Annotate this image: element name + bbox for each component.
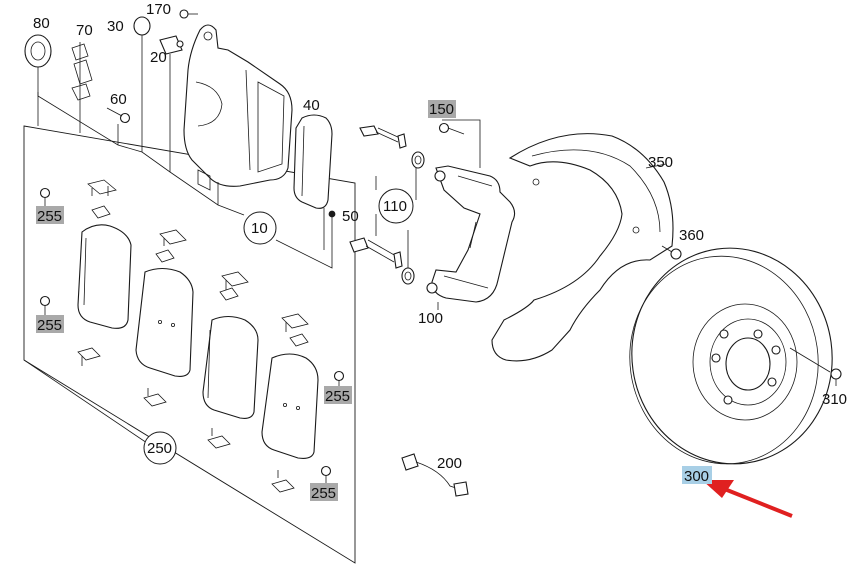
- seal-ring-icon: [24, 34, 52, 68]
- guide-bushing-icon: [401, 151, 425, 285]
- label-255b: 255: [37, 317, 62, 334]
- label-200: 200: [437, 455, 462, 472]
- lead-110b: [407, 168, 417, 268]
- label-350: 350: [648, 154, 673, 171]
- lead-10: [37, 92, 333, 269]
- label-40: 40: [303, 97, 320, 114]
- dust-cap-icon: [133, 16, 151, 36]
- label-170: 170: [146, 1, 171, 18]
- label-310: 310: [822, 391, 847, 408]
- splash-shield: [491, 133, 674, 362]
- label-300: 300: [684, 468, 709, 485]
- brake-pad-40: [293, 114, 333, 209]
- brake-caliper-housing: [183, 24, 293, 191]
- highlight-255b: [36, 315, 64, 333]
- brake-pad-4: [261, 353, 319, 459]
- label-circle-10: [243, 211, 277, 245]
- brake-disc: [629, 247, 833, 465]
- label-80: 80: [33, 15, 50, 32]
- label-360: 360: [679, 227, 704, 244]
- highlight-255c: [324, 386, 352, 404]
- label-60: 60: [110, 91, 127, 108]
- label-50: 50: [342, 208, 359, 225]
- label-110: 110: [383, 198, 407, 215]
- label-255d: 255: [311, 485, 336, 502]
- highlight-150: [428, 100, 456, 118]
- label-20: 20: [150, 49, 167, 66]
- highlight-255d: [310, 483, 338, 501]
- brake-pad-3: [202, 315, 259, 419]
- screw-310-icon: [830, 368, 842, 386]
- lead-150: [442, 119, 481, 168]
- bolt-icon: [39, 187, 345, 485]
- label-250: 250: [147, 440, 172, 457]
- highlight-255a: [36, 206, 64, 224]
- label-100: 100: [418, 310, 443, 327]
- brake-pad-2: [135, 267, 194, 377]
- label-255c: 255: [325, 388, 350, 405]
- label-70: 70: [76, 22, 93, 39]
- lead-310: [789, 347, 831, 373]
- bolt-360-icon: [661, 245, 682, 260]
- pad-kit-ref-line: [23, 359, 151, 446]
- pad-clip: [77, 179, 309, 493]
- label-255a: 255: [37, 208, 62, 225]
- caliper-carrier: [426, 165, 516, 303]
- guide-pin-icon: [349, 125, 407, 269]
- wear-sensor-icon: [401, 453, 469, 497]
- bolt-150-icon: [438, 122, 465, 135]
- label-circle-250: [143, 431, 177, 465]
- label-30: 30: [107, 18, 124, 35]
- spring-clip-icon: [71, 42, 93, 104]
- label-150: 150: [429, 101, 454, 118]
- red-arrow-icon: [702, 480, 793, 518]
- bolt-60-icon: [106, 107, 131, 124]
- bleeder-valve-icon: [159, 35, 184, 55]
- label-10: 10: [251, 220, 268, 237]
- highlight-300: [682, 466, 712, 484]
- bleed-screw-icon: [179, 9, 198, 19]
- label-circle-110: [378, 188, 414, 224]
- brake-pad-1: [77, 224, 132, 329]
- lead-350: [645, 163, 667, 169]
